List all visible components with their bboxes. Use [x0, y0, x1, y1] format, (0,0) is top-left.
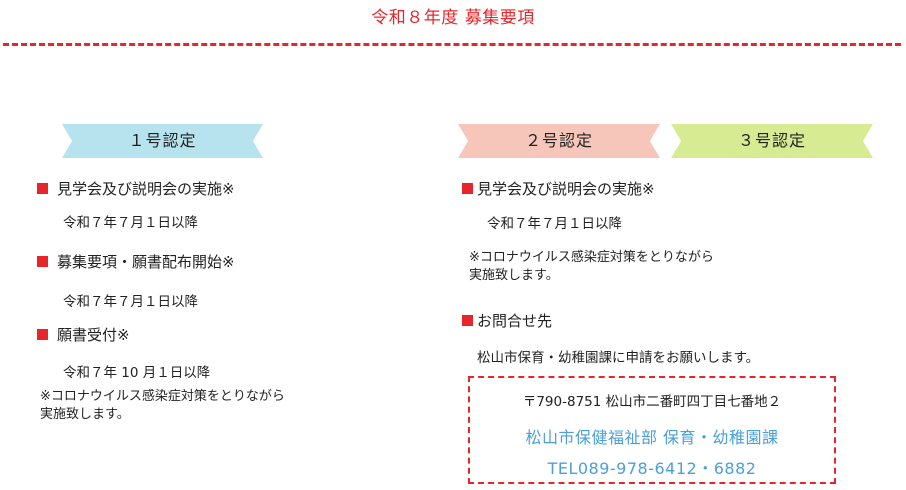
- bullet-square-icon: [37, 329, 48, 340]
- badge-cert-2: ２号認定: [458, 124, 660, 158]
- title-divider: [3, 43, 901, 46]
- left-note: ※コロナウイルス感染症対策をとりながら 実施致します。: [40, 388, 285, 424]
- contact-phone: TEL089-978-6412・6882: [547, 459, 757, 478]
- contact-box: 〒790-8751 松山市二番町四丁目七番地２ 松山市保健福祉部 保育・幼稚園課…: [468, 376, 836, 484]
- contact-department: 松山市保健福祉部 保育・幼稚園課: [525, 428, 779, 447]
- right-heading-open-house-label: 見学会及び説明会の実施※: [477, 180, 655, 198]
- left-heading-distribution-label: 募集要項・願書配布開始※: [57, 253, 235, 271]
- bullet-square-icon: [37, 256, 48, 267]
- right-date-open-house: 令和７年７月１日以降: [487, 216, 622, 232]
- left-heading-application: 願書受付※: [37, 324, 130, 345]
- left-date-distribution: 令和７年７月１日以降: [63, 294, 198, 310]
- left-heading-distribution: 募集要項・願書配布開始※: [37, 251, 235, 272]
- left-heading-application-label: 願書受付※: [57, 326, 130, 344]
- right-heading-contact-label: お問合せ先: [477, 312, 553, 330]
- left-heading-open-house: 見学会及び説明会の実施※: [37, 178, 235, 199]
- badge-cert-1: １号認定: [62, 124, 263, 158]
- right-note: ※コロナウイルス感染症対策をとりながら 実施致します。: [469, 249, 714, 285]
- page-title: 令和８年度 募集要項: [371, 8, 535, 28]
- bullet-square-icon: [37, 183, 48, 194]
- left-note-line-2: 実施致します。: [40, 407, 130, 422]
- right-heading-contact: お問合せ先: [462, 310, 552, 331]
- right-note-line-2: 実施致します。: [469, 268, 559, 283]
- badge-cert-3: ３号認定: [671, 124, 873, 158]
- contact-address: 〒790-8751 松山市二番町四丁目七番地２: [522, 394, 782, 410]
- left-date-open-house: 令和７年７月１日以降: [63, 215, 198, 231]
- left-date-application: 令和７年 10 月１日以降: [63, 365, 211, 381]
- left-note-line-1: ※コロナウイルス感染症対策をとりながら: [40, 389, 285, 404]
- contact-instruction: 松山市保育・幼稚園課に申請をお願いします。: [477, 350, 760, 366]
- left-heading-open-house-label: 見学会及び説明会の実施※: [57, 180, 235, 198]
- bullet-square-icon: [462, 315, 473, 326]
- bullet-square-icon: [462, 183, 473, 194]
- right-heading-open-house: 見学会及び説明会の実施※: [462, 178, 655, 199]
- right-note-line-1: ※コロナウイルス感染症対策をとりながら: [469, 250, 714, 265]
